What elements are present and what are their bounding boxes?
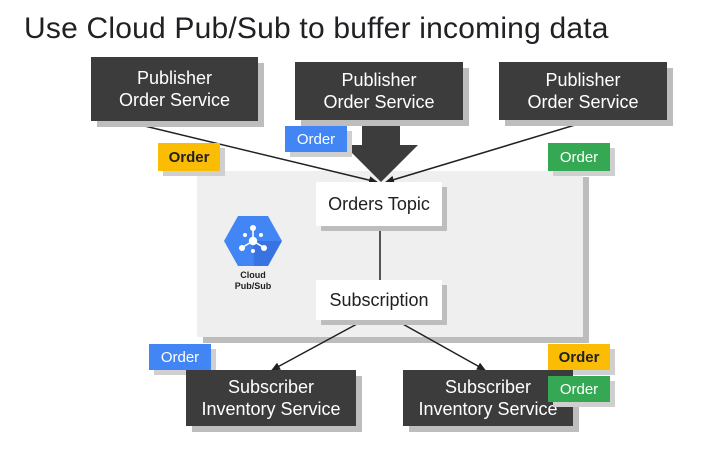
- publisher-right-line1: Publisher: [545, 70, 621, 90]
- order-badge-blue-top: Order: [285, 126, 347, 152]
- pubsub-hexagon-icon: [224, 216, 282, 266]
- publisher-right-line2: Order Service: [527, 92, 639, 112]
- pubsub-logo-line1: Cloud: [240, 270, 266, 280]
- pubsub-logo-line2: Pub/Sub: [234, 281, 272, 291]
- order-badge-blue-bottom: Order: [149, 344, 211, 370]
- subscription-box: Subscription: [316, 280, 442, 320]
- subscriber-inventory-service-left: Subscriber Inventory Service: [186, 370, 356, 426]
- pubsub-logo-label: Cloud Pub/Sub: [223, 270, 283, 292]
- publisher-center-line1: Publisher: [341, 70, 417, 90]
- publisher-center-line2: Order Service: [323, 92, 435, 112]
- subscriber-right-line2: Inventory Service: [418, 399, 558, 419]
- arrow-right-publisher-to-topic: [385, 121, 586, 184]
- diagram-title: Use Cloud Pub/Sub to buffer incoming dat…: [24, 12, 609, 45]
- order-badge-yellow-bottom: Order: [548, 344, 610, 370]
- orders-topic-box: Orders Topic: [316, 182, 442, 226]
- subscriber-left-line2: Inventory Service: [201, 399, 341, 419]
- publisher-left-line2: Order Service: [118, 90, 231, 110]
- order-badge-yellow-top: Order: [158, 143, 220, 171]
- publisher-order-service-center: Publisher Order Service: [295, 62, 463, 120]
- arrow-subscription-to-right-subscriber: [391, 317, 486, 371]
- publisher-left-line1: Publisher: [136, 68, 213, 88]
- subscriber-inventory-service-right: Subscriber Inventory Service: [403, 370, 573, 426]
- publisher-order-service-right: Publisher Order Service: [499, 62, 667, 120]
- publisher-order-service-left: Publisher Order Service: [91, 57, 258, 121]
- subscriber-left-line1: Subscriber: [227, 377, 315, 397]
- big-arrow-center-publisher-to-topic: [344, 120, 418, 182]
- arrow-left-publisher-to-topic: [127, 121, 378, 185]
- arrow-subscription-to-left-subscriber: [271, 317, 369, 371]
- order-badge-green-bottom: Order: [548, 376, 610, 402]
- order-badge-green-top: Order: [548, 143, 610, 171]
- subscriber-right-line1: Subscriber: [444, 377, 532, 397]
